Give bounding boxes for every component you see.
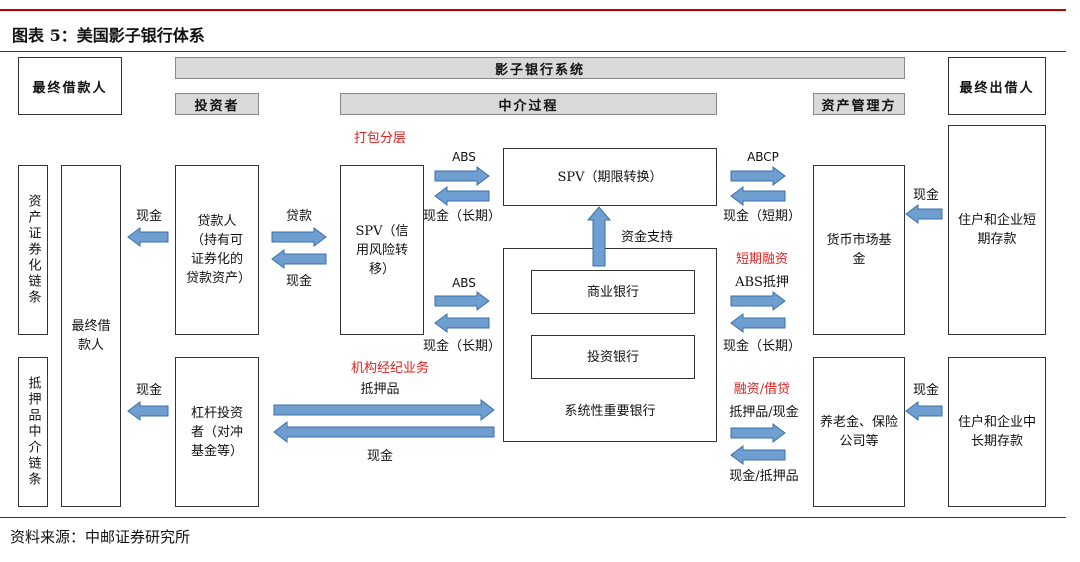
arrow-cash-short (730, 186, 786, 206)
arrow-loans (271, 227, 327, 247)
header-ultimate-lender: 最终出借人 (948, 57, 1046, 115)
header-investors: 投资者 (175, 93, 259, 115)
arrow-collateral-cash (730, 423, 786, 443)
label-abs-mid: ABS (452, 276, 476, 290)
securitization-chain-box: 资产证券化链条 (18, 165, 48, 335)
label-collateral-cash: 抵押品/现金 (729, 405, 799, 420)
money-market-fund-label: 货币市场基金 (826, 233, 892, 267)
bottom-rule (0, 517, 1066, 518)
label-collateral: 抵押品 (360, 382, 400, 397)
money-market-fund-box: 货币市场基金 (813, 165, 905, 335)
label-packaging: 打包分层 (353, 131, 406, 146)
label-cash-long-top: 现金（长期） (422, 209, 501, 224)
label-cash-long-right: 现金（长期） (722, 339, 801, 354)
arrow-abcp (730, 166, 786, 186)
leveraged-investors-label: 杠杆投资者（对冲基金等） (190, 405, 243, 459)
arrow-cash-to-mmf (905, 204, 943, 224)
arrow-cash-collateral (273, 420, 495, 444)
label-loans: 贷款 (285, 209, 312, 224)
arrow-cash-long-mid (434, 313, 490, 333)
spv-maturity-box: SPV（期限转换） (503, 148, 717, 206)
arrow-cash-to-collateral (127, 401, 169, 421)
ultimate-borrower-box: 最终借款人 (61, 165, 121, 507)
label-cash-right-top: 现金 (912, 188, 939, 203)
label-abs-pledge: ABS抵押 (735, 275, 789, 290)
systemic-banks-label: 系统性重要银行 (564, 404, 656, 419)
label-cash-left-bottom: 现金 (135, 383, 162, 398)
arrow-cash-to-pension (905, 401, 943, 421)
label-cash-long-mid: 现金（长期） (422, 339, 501, 354)
label-funding-support: 资金支持 (620, 230, 673, 245)
short-term-deposits-box: 住户和企业短期存款 (948, 125, 1046, 335)
label-short-financing: 短期融资 (735, 252, 788, 267)
collateral-chain-label: 抵押品中介链条 (25, 376, 41, 488)
arrow-cash-loans (271, 249, 327, 269)
commercial-bank-box: 商业银行 (531, 270, 695, 314)
securitization-chain-label: 资产证券化链条 (25, 194, 41, 306)
arrow-cash-to-securitization (127, 227, 169, 247)
pension-insurance-box: 养老金、保险公司等 (813, 357, 905, 507)
loan-holders-label: 贷款人（持有可证券化的贷款资产） (186, 214, 252, 286)
spv-maturity-label: SPV（期限转换） (557, 169, 663, 185)
pension-insurance-label: 养老金、保险公司等 (820, 415, 899, 449)
collateral-chain-box: 抵押品中介链条 (18, 357, 48, 507)
arrow-cash-collateral-right (730, 445, 786, 465)
arrow-collateral (273, 398, 495, 422)
loan-holders-box: 贷款人（持有可证券化的贷款资产） (175, 165, 259, 335)
arrow-cash-long-top (434, 186, 490, 206)
arrow-abs-top (434, 166, 490, 186)
leveraged-investors-box: 杠杆投资者（对冲基金等） (175, 357, 259, 507)
label-cash-collateral: 现金 (366, 449, 393, 464)
figure-title: 图表 5：美国影子银行体系 (12, 26, 205, 45)
spv-credit-risk-label: SPV（信用风险转移） (355, 223, 409, 277)
investment-bank-box: 投资银行 (531, 335, 695, 379)
label-cash-left-top: 现金 (135, 209, 162, 224)
label-cash-right-bottom: 现金 (912, 383, 939, 398)
label-abs-top: ABS (452, 150, 476, 164)
arrow-funding-support (586, 206, 612, 267)
header-asset-managers: 资产管理方 (813, 93, 905, 115)
source-note: 资料来源：中邮证券研究所 (10, 528, 191, 546)
long-term-deposits-box: 住户和企业中长期存款 (948, 357, 1046, 507)
label-cash-collateral-right: 现金/抵押品 (729, 469, 799, 484)
label-institutional-brokerage: 机构经纪业务 (350, 361, 429, 376)
short-term-deposits-label: 住户和企业短期存款 (957, 213, 1036, 247)
arrow-abs-pledge (730, 291, 786, 311)
spv-credit-risk-box: SPV（信用风险转移） (340, 165, 424, 335)
long-term-deposits-label: 住户和企业中长期存款 (957, 415, 1036, 449)
title-rule (0, 51, 1066, 52)
investment-bank-label: 投资银行 (586, 349, 639, 365)
label-cash-short: 现金（短期） (722, 209, 801, 224)
commercial-bank-label: 商业银行 (586, 284, 639, 300)
header-shadow-system: 影子银行系统 (175, 57, 905, 79)
label-cash-loans: 现金 (285, 274, 312, 289)
ultimate-borrower-label: 最终借款人 (71, 319, 111, 353)
header-ultimate-borrower: 最终借款人 (18, 57, 122, 115)
arrow-abs-mid (434, 291, 490, 311)
top-rule (0, 9, 1066, 11)
label-financing-lending: 融资/借贷 (733, 382, 791, 397)
header-intermediation: 中介过程 (340, 93, 717, 115)
arrow-cash-long-right (730, 313, 786, 333)
label-abcp: ABCP (747, 150, 779, 164)
